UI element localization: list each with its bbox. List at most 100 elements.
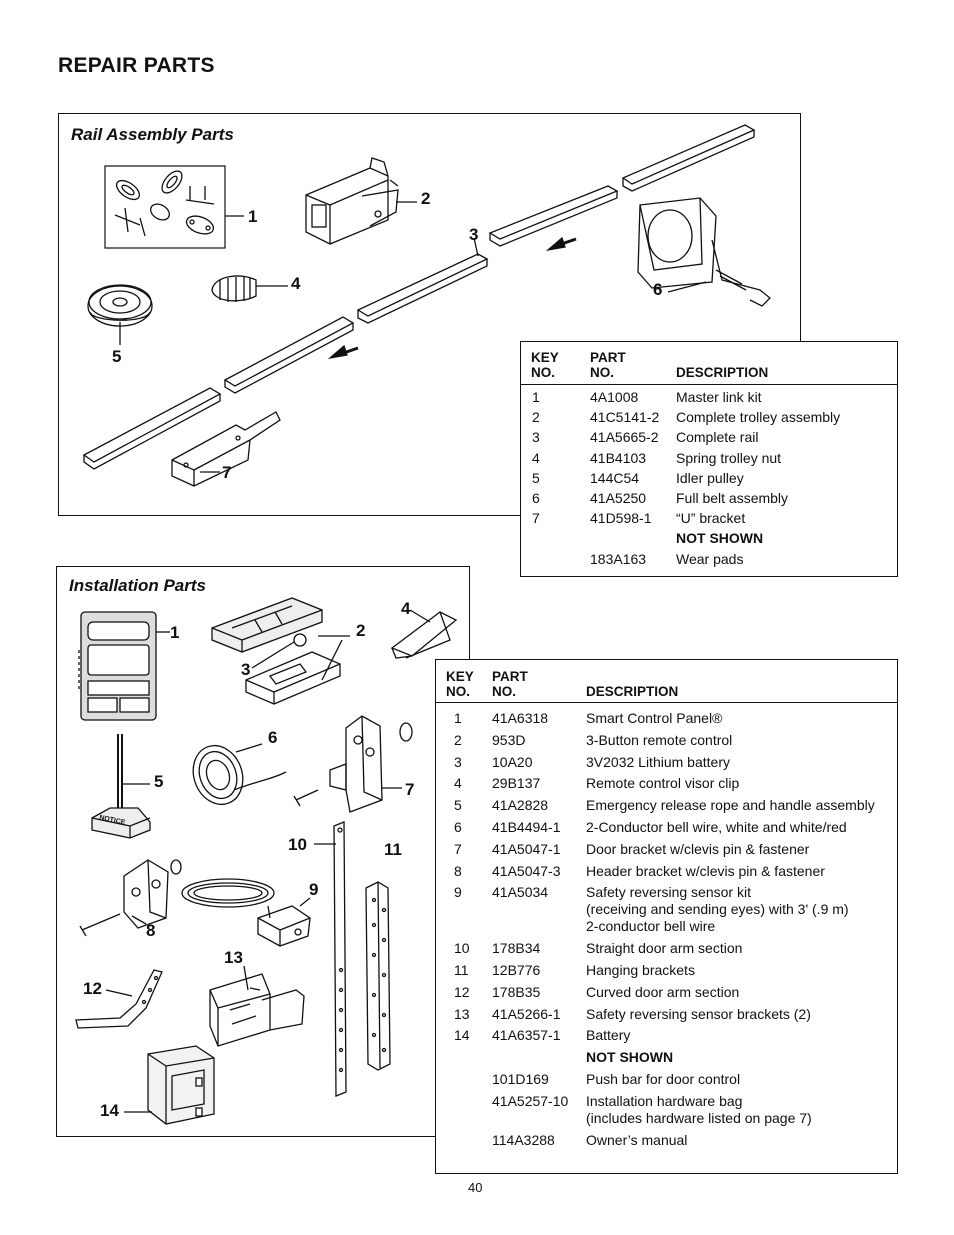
part-number: 41C5141-2 <box>590 409 660 426</box>
key-number: 1 <box>454 710 462 726</box>
rail-callout-3: 3 <box>469 225 479 244</box>
part-number: 114A3288 <box>492 1131 555 1148</box>
rail-callout-5: 5 <box>112 347 122 366</box>
part-number: 953D <box>492 731 526 748</box>
not-shown-label: NOT SHOWN <box>586 1049 674 1066</box>
part-number: 12B776 <box>492 962 541 978</box>
key-number: 6 <box>454 819 462 835</box>
key-number: 9 <box>454 884 462 901</box>
part-description: Complete trolley assembly <box>676 409 841 426</box>
part-number: 41B4494-1 <box>492 819 561 835</box>
part-number: 41A5665-2 <box>590 429 659 446</box>
install-callout-12: 12 <box>83 979 102 998</box>
part-number: 41A5257-10 <box>492 1092 569 1109</box>
idler-pulley-icon <box>87 284 153 345</box>
battery-icon <box>124 1045 215 1125</box>
part-description: 3-Button remote control <box>586 731 733 748</box>
part-number: 144C54 <box>590 469 640 486</box>
key-number: 14 <box>454 1027 470 1044</box>
rail-callout-1: 1 <box>248 207 258 226</box>
install-callout-9: 9 <box>309 880 319 899</box>
install-callout-1: 1 <box>170 623 180 642</box>
part-description: Owner’s manual <box>586 1131 688 1148</box>
install-callout-10: 10 <box>288 835 307 854</box>
part-number: 41A5250 <box>590 490 647 506</box>
part-number: 41D598-1 <box>590 510 652 527</box>
part-description: Battery <box>586 1027 631 1044</box>
part-description: 2-Conductor bell wire, white and white/r… <box>586 819 847 835</box>
key-number: 11 <box>454 962 469 978</box>
key-number: 6 <box>532 490 540 506</box>
rail-header-desc: DESCRIPTION <box>676 365 769 380</box>
page-number: 40 <box>468 1180 483 1195</box>
part-description-continued: (includes hardware listed on page 7) <box>586 1109 812 1126</box>
install-header-desc: DESCRIPTION <box>586 684 679 699</box>
part-description: Safety reversing sensor brackets (2) <box>586 1005 811 1022</box>
part-number: 41A6357-1 <box>492 1027 561 1044</box>
key-number: 12 <box>454 983 470 1000</box>
door-bracket-icon <box>293 715 413 813</box>
not-shown-label: NOT SHOWN <box>676 530 764 547</box>
rail-callout-4: 4 <box>291 274 301 293</box>
hanging-brackets-icon <box>365 881 391 1071</box>
rail-header-part: PART NO. <box>590 350 626 380</box>
page-title: REPAIR PARTS <box>58 54 215 77</box>
bell-wire-icon <box>192 743 287 806</box>
header-bracket-icon <box>79 859 182 937</box>
part-description: Installation hardware bag <box>586 1092 743 1109</box>
part-description: Curved door arm section <box>586 983 740 1000</box>
full-belt-assembly-icon <box>637 197 771 307</box>
install-header-part: PART NO. <box>492 669 528 699</box>
install-callout-11: 11 <box>384 840 402 859</box>
rail-header-key: KEY NO. <box>531 350 559 380</box>
install-callout-13: 13 <box>224 948 243 967</box>
straight-door-arm-icon <box>314 821 347 1097</box>
key-number: 4 <box>532 449 540 466</box>
part-number: 41B4103 <box>590 449 647 466</box>
install-header-key: KEY NO. <box>446 669 474 699</box>
key-number: 10 <box>454 940 470 957</box>
part-description: Safety reversing sensor kit <box>586 884 751 901</box>
rail-assembly-title: Rail Assembly Parts <box>71 125 234 144</box>
part-number: 101D169 <box>492 1071 549 1087</box>
master-link-kit-icon <box>104 165 244 249</box>
part-description: Idler pulley <box>676 469 744 486</box>
part-description: Full belt assembly <box>676 490 789 506</box>
rail-callout-2: 2 <box>421 189 431 208</box>
part-description: 3V2032 Lithium battery <box>586 753 730 770</box>
rail-callout-6: 6 <box>653 280 663 299</box>
part-number: 41A2828 <box>492 797 549 814</box>
install-callout-14: 14 <box>100 1101 119 1120</box>
part-description: Hanging brackets <box>586 962 695 978</box>
part-number: 178B34 <box>492 940 541 957</box>
rail-callout-7: 7 <box>222 463 232 482</box>
part-description: Door bracket w/clevis pin & fastener <box>586 840 810 857</box>
install-callout-3: 3 <box>241 660 251 679</box>
rail-sections-icon <box>82 124 756 470</box>
install-callout-6: 6 <box>268 728 278 747</box>
rail-header-rule <box>521 384 897 385</box>
part-description: Emergency release rope and handle assemb… <box>586 797 875 814</box>
part-description: Header bracket w/clevis pin & fastener <box>586 862 825 879</box>
emergency-release-handle-icon <box>91 734 151 839</box>
part-description-continued: (receiving and sending eyes) with 3' (.9… <box>586 901 849 918</box>
part-description: Master link kit <box>676 389 762 405</box>
key-number: 5 <box>532 469 540 486</box>
key-number: 3 <box>532 429 540 446</box>
key-number: 2 <box>532 409 540 426</box>
key-number: 3 <box>454 753 462 770</box>
install-callout-8: 8 <box>146 921 156 940</box>
install-callout-4: 4 <box>401 599 411 618</box>
part-number: 41A5047-1 <box>492 840 561 857</box>
part-number: 41A6318 <box>492 710 549 726</box>
part-description: Remote control visor clip <box>586 775 740 792</box>
part-description: Wear pads <box>676 550 744 567</box>
install-callout-5: 5 <box>154 772 164 791</box>
part-description: Push bar for door control <box>586 1071 741 1087</box>
spring-trolley-nut-icon <box>211 275 288 302</box>
part-number: 10A20 <box>492 753 533 770</box>
